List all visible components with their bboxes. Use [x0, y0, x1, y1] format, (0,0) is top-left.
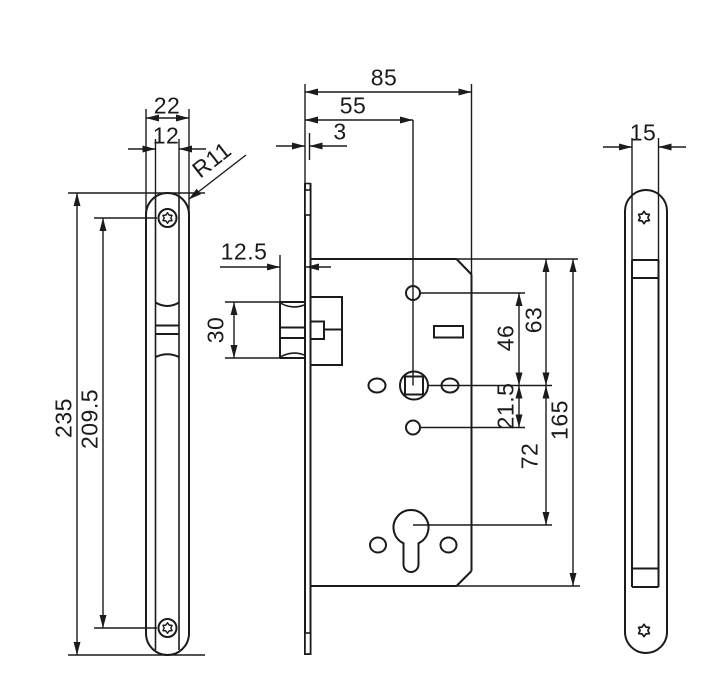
- dim-label-latch-throw: 12.5: [220, 238, 268, 265]
- dim-label-back-width: 15: [629, 119, 657, 146]
- dim-label-backset: 55: [339, 92, 367, 119]
- bottom-screw-torx-icon: [157, 618, 178, 638]
- latch-cutout: [154, 301, 180, 358]
- dim-label-face-width: 12: [152, 122, 180, 149]
- bottom-screw-torx-icon: [637, 623, 651, 638]
- top-screw-torx-icon: [637, 210, 651, 225]
- lower-fixing-hole: [405, 419, 421, 436]
- latch-bolt: [279, 301, 305, 359]
- dim-label-faceplate-height: 235: [50, 398, 77, 438]
- dim-label-hole-to-spindle: 46: [492, 324, 519, 352]
- euro-cylinder-hole: [392, 508, 430, 573]
- dim-label-faceplate-width: 22: [153, 92, 181, 119]
- faceplate-front-view: [145, 192, 190, 656]
- top-screw-torx-icon: [157, 208, 178, 228]
- dimension-lines: [68, 84, 686, 656]
- dim-label-latch-height: 30: [202, 316, 229, 344]
- dim-label-top-to-spindle: 63: [520, 306, 547, 334]
- latch-housing: [310, 296, 343, 366]
- lock-body-side-view: [279, 182, 473, 655]
- faceplate-edge-strip: [304, 182, 312, 655]
- backplate-outline: [624, 189, 668, 654]
- lock-case-outline: [310, 258, 473, 587]
- faceplate-back-view: [624, 189, 668, 654]
- side-hole-left: [367, 377, 387, 394]
- cylinder-side-hole-right: [439, 536, 458, 554]
- cylinder-side-hole-left: [369, 536, 387, 554]
- mounting-slot: [433, 325, 464, 339]
- dim-label-screw-spacing: 209.5: [76, 388, 103, 450]
- dim-label-spindle-to-cylinder: 72: [516, 442, 543, 470]
- dim-label-plate-thickness: 3: [333, 118, 347, 145]
- spindle-follower-hole: [399, 370, 429, 401]
- dim-label-spindle-to-hole: 21.5: [492, 382, 519, 430]
- dim-label-case-depth: 85: [370, 64, 398, 91]
- dim-label-case-height: 165: [546, 400, 573, 440]
- faceplate-outline: [145, 192, 190, 656]
